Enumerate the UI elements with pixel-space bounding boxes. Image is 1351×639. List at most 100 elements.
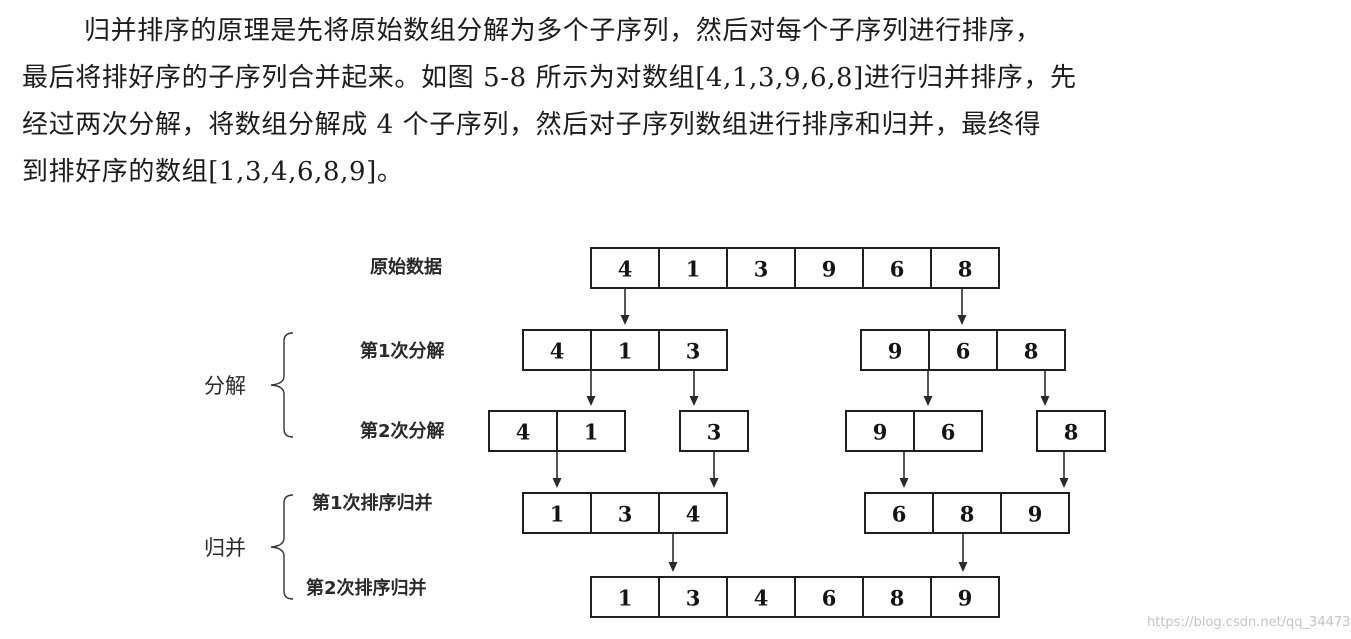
array-cell-value: 1: [584, 420, 599, 445]
array-cell-value: 8: [1024, 339, 1039, 364]
array-cell-box: [556, 410, 626, 452]
array-cell-box: [845, 410, 915, 452]
array-cell-value: 6: [892, 502, 907, 527]
array-cell-box: [658, 492, 728, 534]
array-cell: 6: [794, 576, 864, 618]
array-cell: 6: [862, 247, 932, 289]
array-cell-box: [930, 247, 1000, 289]
array-cell-box: [679, 410, 749, 452]
paragraph-line: 经过两次分解，将数组分解成 4 个子序列，然后对子序列数组进行排序和归并，最终得: [22, 110, 1042, 140]
down-arrow-icon: [709, 452, 719, 488]
array-cell-box: [862, 247, 932, 289]
down-arrow-icon: [923, 371, 933, 406]
array-cell-value: 9: [888, 339, 903, 364]
array-cell-box: [913, 410, 983, 452]
row-label-split1: 第1次分解: [360, 340, 445, 362]
array-cell: 8: [862, 576, 932, 618]
array-cell-value: 6: [941, 420, 956, 445]
intro-paragraph: 归并排序的原理是先将原始数组分解为多个子序列，然后对每个子序列进行排序， 最后将…: [22, 8, 1332, 196]
array-cell-value: 4: [516, 420, 531, 445]
array-cell: 8: [930, 247, 1000, 289]
down-arrow-icon: [957, 289, 967, 325]
array-cell-value: 3: [686, 339, 701, 364]
array-cell-box: [590, 247, 660, 289]
array-cell-box: [726, 247, 796, 289]
array-cell: 6: [913, 410, 983, 452]
array-cell: 6: [928, 329, 998, 371]
array-cell: 9: [794, 247, 864, 289]
array-cell-value: 1: [686, 257, 701, 282]
arrows: [552, 289, 1069, 572]
array-cell-value: 8: [1064, 420, 1079, 445]
array-cell: 9: [1000, 492, 1070, 534]
array-cell-box: [996, 329, 1066, 371]
array-cell: 1: [658, 247, 728, 289]
array-cell-value: 9: [958, 586, 973, 611]
array-cell-value: 4: [550, 339, 565, 364]
down-arrow-icon: [899, 452, 909, 488]
down-arrow-icon: [1040, 371, 1050, 406]
row-label-merge2: 第2次排序归并: [306, 577, 427, 599]
array-cell-value: 3: [754, 257, 769, 282]
paragraph-line: 归并排序的原理是先将原始数组分解为多个子序列，然后对每个子序列进行排序，: [84, 16, 1042, 46]
array-cell: 4: [488, 410, 558, 452]
down-arrow-icon: [958, 534, 968, 572]
array-cell-box: [658, 329, 728, 371]
array-cell: 1: [590, 576, 660, 618]
array-cell-value: 9: [1028, 502, 1043, 527]
array-cell: 4: [658, 492, 728, 534]
array-cell: 6: [864, 492, 934, 534]
array-cell: 8: [996, 329, 1066, 371]
array-cell: 9: [845, 410, 915, 452]
array-cell-value: 4: [754, 586, 769, 611]
array-cell: 8: [932, 492, 1002, 534]
array-cell-box: [1000, 492, 1070, 534]
brace-merge: [270, 494, 294, 600]
array-cell-value: 6: [956, 339, 971, 364]
group-label-merge: 归并: [204, 536, 246, 560]
array-cell: 3: [658, 576, 728, 618]
down-arrow-icon: [586, 371, 596, 406]
array-cell-value: 6: [890, 257, 905, 282]
array-cell-value: 9: [822, 257, 837, 282]
array-cell-box: [590, 492, 660, 534]
array-cell-value: 6: [822, 586, 837, 611]
array-cell-value: 8: [890, 586, 905, 611]
paragraph-line: 最后将排好序的子序列合并起来。如图 5-8 所示为对数组[4,1,3,9,6,8…: [22, 63, 1077, 93]
down-arrow-icon: [1059, 452, 1069, 488]
array-cell-value: 4: [618, 257, 633, 282]
array-cell-box: [794, 247, 864, 289]
array-cell-value: 3: [618, 502, 633, 527]
array-cell: 3: [590, 492, 660, 534]
down-arrow-icon: [689, 371, 699, 406]
row-label-merge1: 第1次排序归并: [312, 492, 433, 514]
array-cell-value: 3: [707, 420, 722, 445]
array-cell-box: [1036, 410, 1106, 452]
array-cell-box: [860, 329, 930, 371]
array-cell-value: 1: [618, 586, 633, 611]
group-label-split: 分解: [204, 374, 246, 398]
down-arrow-icon: [552, 452, 562, 488]
array-cell-box: [522, 329, 592, 371]
array-cell: 4: [590, 247, 660, 289]
array-cell: 9: [930, 576, 1000, 618]
array-cell-box: [726, 576, 796, 618]
array-cell-box: [930, 576, 1000, 618]
array-cell-box: [928, 329, 998, 371]
brace-split: [270, 332, 294, 438]
array-cell-box: [658, 576, 728, 618]
array-cell: 1: [522, 492, 592, 534]
array-cell: 3: [679, 410, 749, 452]
array-cell: 8: [1036, 410, 1106, 452]
array-cell: 3: [658, 329, 728, 371]
down-arrow-icon: [620, 289, 630, 325]
array-cell: 4: [726, 576, 796, 618]
array-cell: 4: [522, 329, 592, 371]
down-arrow-icon: [668, 534, 678, 572]
array-cell-box: [488, 410, 558, 452]
array-cell: 9: [860, 329, 930, 371]
array-cell-value: 9: [873, 420, 888, 445]
paragraph-line: 到排好序的数组[1,3,4,6,8,9]。: [22, 157, 404, 187]
